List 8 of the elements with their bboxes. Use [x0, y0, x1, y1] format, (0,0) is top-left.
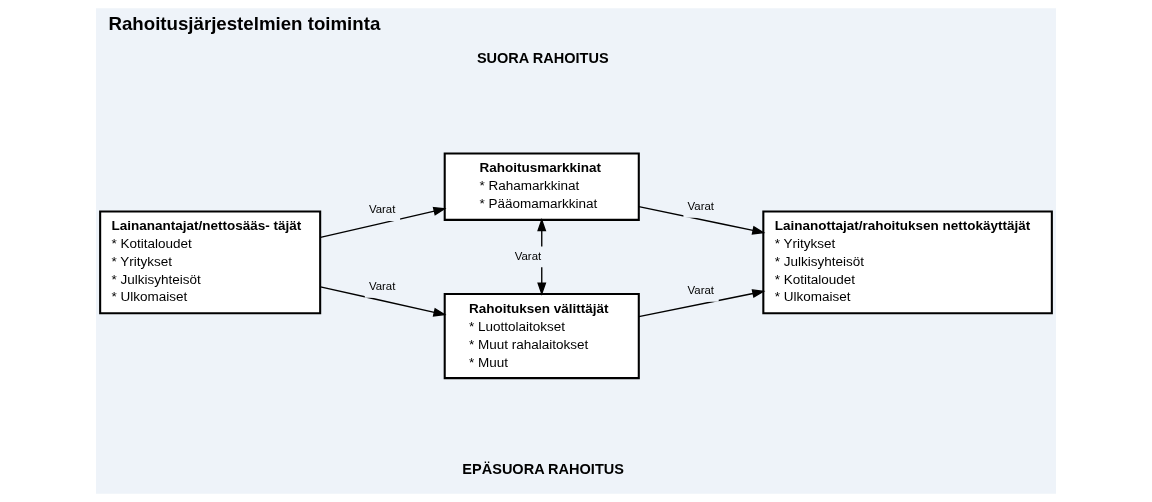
edge-label: Varat	[687, 284, 714, 297]
label: EPÄSUORA RAHOITUS	[462, 460, 624, 477]
label: SUORA RAHOITUS	[476, 49, 609, 66]
edge-label: Varat	[368, 280, 396, 293]
diagram-title: Rahoitusjärjestelmien toiminta	[108, 13, 381, 35]
edge-label: Varat	[368, 203, 396, 216]
edge-label: Varat	[514, 249, 542, 262]
edge-label: Varat	[687, 200, 714, 213]
